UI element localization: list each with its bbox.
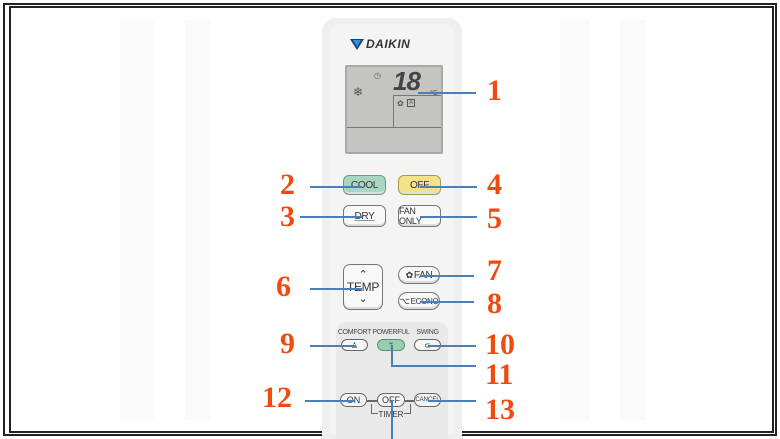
brand-name: DAIKIN (366, 37, 411, 51)
callout-2: 2 (280, 168, 295, 201)
fan-icon: ✿ (405, 269, 414, 280)
fan-mode-indicator: A (407, 99, 415, 107)
callout-8: 8 (487, 287, 502, 320)
callout-line-5 (420, 216, 477, 218)
callout-line-9 (310, 345, 356, 347)
lcd-divider (347, 127, 441, 128)
callout-12: 12 (262, 381, 292, 414)
lcd-display: ❄ ◷ 18 °C ✿ A (345, 65, 443, 154)
callout-4: 4 (487, 168, 502, 201)
callout-line-6 (310, 288, 362, 290)
daikin-triangle-icon (350, 38, 364, 50)
chevron-down-icon[interactable]: ⌄ (358, 293, 368, 305)
clock-icon: ◷ (374, 71, 381, 80)
lcd-divider (393, 95, 441, 96)
background-shadow (560, 20, 590, 420)
fan-icon: ✿ (397, 99, 404, 108)
swing-icon: ⊂ (424, 341, 431, 350)
callout-line-13 (428, 400, 476, 402)
background-shadow (185, 20, 210, 420)
snowflake-icon: ❄ (353, 85, 364, 99)
brand-logo: DAIKIN (350, 37, 440, 51)
callout-13: 13 (485, 393, 515, 426)
temp-label: TEMP (346, 280, 380, 294)
callout-line-1 (418, 92, 476, 94)
callout-line-8 (420, 301, 474, 303)
chevron-up-icon[interactable]: ⌃ (358, 269, 368, 281)
callout-11: 11 (485, 358, 514, 391)
econo-icon: ⌥ (399, 295, 410, 306)
powerful-label: POWERFUL (372, 329, 410, 336)
callout-line-11 (391, 365, 476, 367)
callout-line-4 (420, 186, 477, 188)
callout-5: 5 (487, 202, 502, 235)
callout-line-12 (305, 400, 355, 402)
callout-1: 1 (487, 74, 502, 107)
temperature-unit: °C (430, 90, 438, 97)
comfort-label: COMFORT (337, 329, 372, 336)
off-button[interactable]: OFF (398, 175, 441, 195)
callout-3: 3 (280, 200, 295, 233)
timer-connector (367, 400, 377, 402)
cool-button[interactable]: COOL (343, 175, 386, 195)
callout-7: 7 (487, 254, 502, 287)
temperature-readout: 18 (393, 66, 421, 96)
callout-9: 9 (280, 327, 295, 360)
lcd-divider (393, 95, 394, 128)
background-shadow (120, 20, 155, 420)
callout-line-11 (391, 345, 393, 365)
background-shadow (620, 20, 645, 420)
temp-button[interactable]: ⌃ TEMP ⌄ (343, 264, 383, 310)
callout-line-14 (391, 400, 393, 439)
callout-line-2 (310, 186, 362, 188)
callout-line-10 (428, 345, 476, 347)
callout-line-7 (420, 275, 474, 277)
timer-connector (405, 400, 414, 402)
swing-label: SWING (416, 329, 439, 336)
callout-10: 10 (485, 328, 515, 361)
callout-6: 6 (276, 270, 291, 303)
callout-line-3 (300, 216, 362, 218)
